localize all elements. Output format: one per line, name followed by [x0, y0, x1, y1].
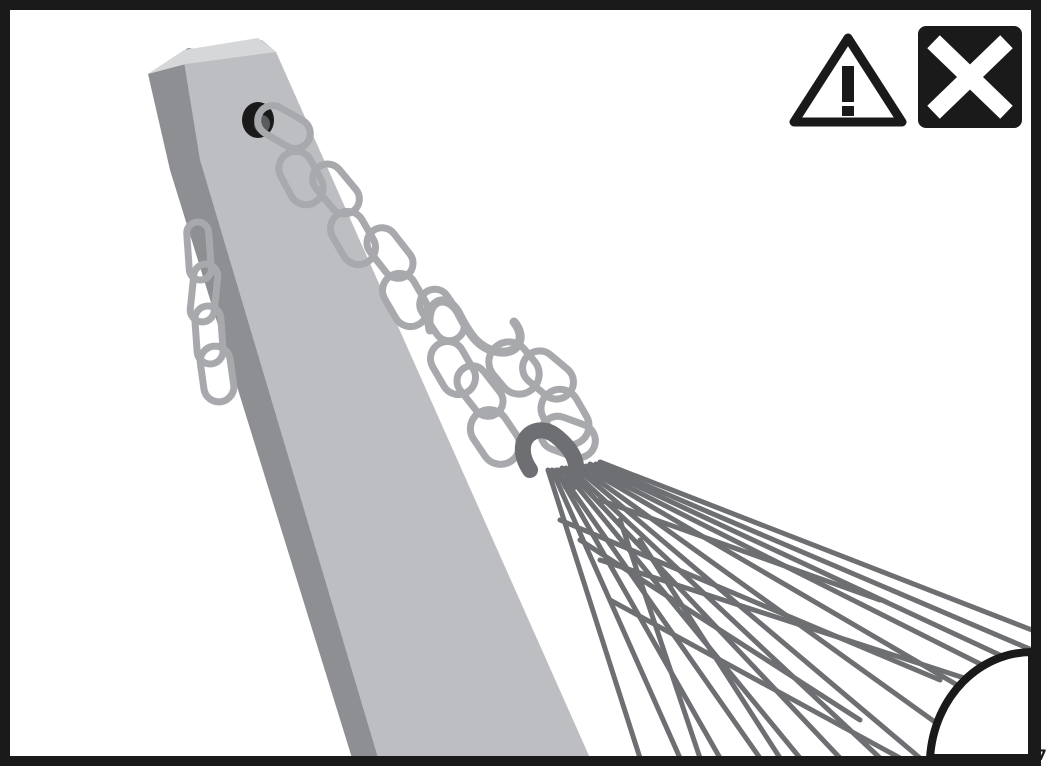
warning-triangle-icon	[789, 33, 907, 127]
hanging-chain-left	[183, 218, 238, 406]
page-curl	[925, 647, 1032, 758]
page-number: 7	[1037, 748, 1047, 764]
post-front-face	[184, 40, 590, 758]
post-top-face	[148, 38, 276, 74]
hammock-ropes	[545, 459, 1032, 758]
cross-mark-icon	[918, 26, 1022, 128]
s-hook	[424, 296, 525, 357]
